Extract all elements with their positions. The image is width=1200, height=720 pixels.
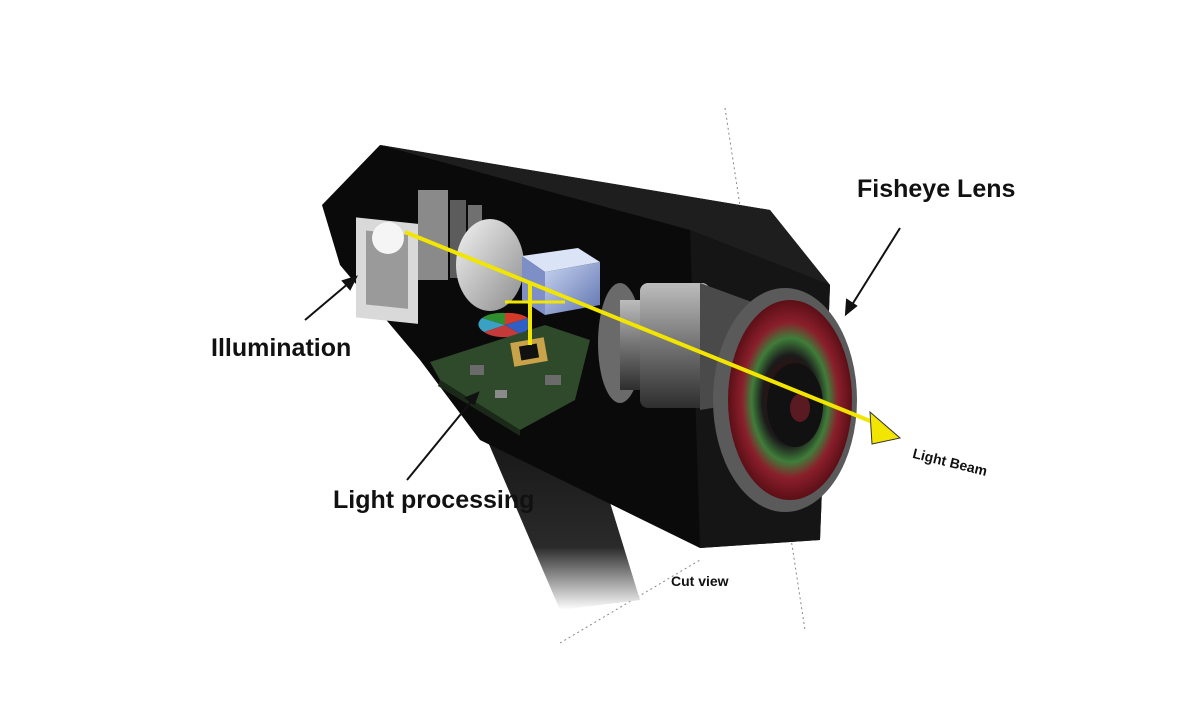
cut-view-line [724,107,806,631]
light-beam-line [404,230,881,427]
illumination-label: Illumination [211,334,352,362]
arrow-fisheye [849,227,901,309]
housing-top-edge [380,145,830,285]
cut-view-line-lower [559,559,701,644]
lamp-assembly [356,190,482,324]
arrow-illumination [304,281,351,321]
color-wheel [478,312,532,338]
arrow-light-processing [406,397,475,481]
light-processing-label: Light processing [333,486,535,514]
fisheye-lens-label: Fisheye Lens [857,175,1016,203]
pointer-arrows [304,227,901,481]
light-beam-arrowhead [869,410,902,445]
circuit-board [430,325,590,436]
cut-view-label: Cut view [671,573,729,589]
fisheye-lens-front [713,288,857,512]
